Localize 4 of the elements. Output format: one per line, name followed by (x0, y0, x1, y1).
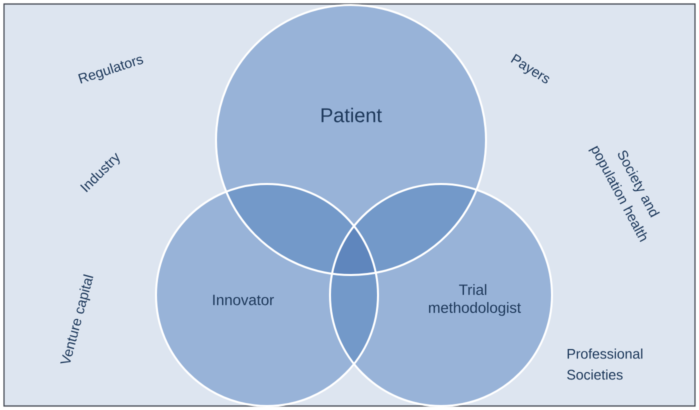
node-label: Trial methodologist (428, 284, 521, 316)
stakeholder-label: Venture capital (60, 274, 94, 364)
node-label: Innovator (213, 294, 274, 306)
stakeholder-label: Professional Societies (567, 348, 642, 380)
